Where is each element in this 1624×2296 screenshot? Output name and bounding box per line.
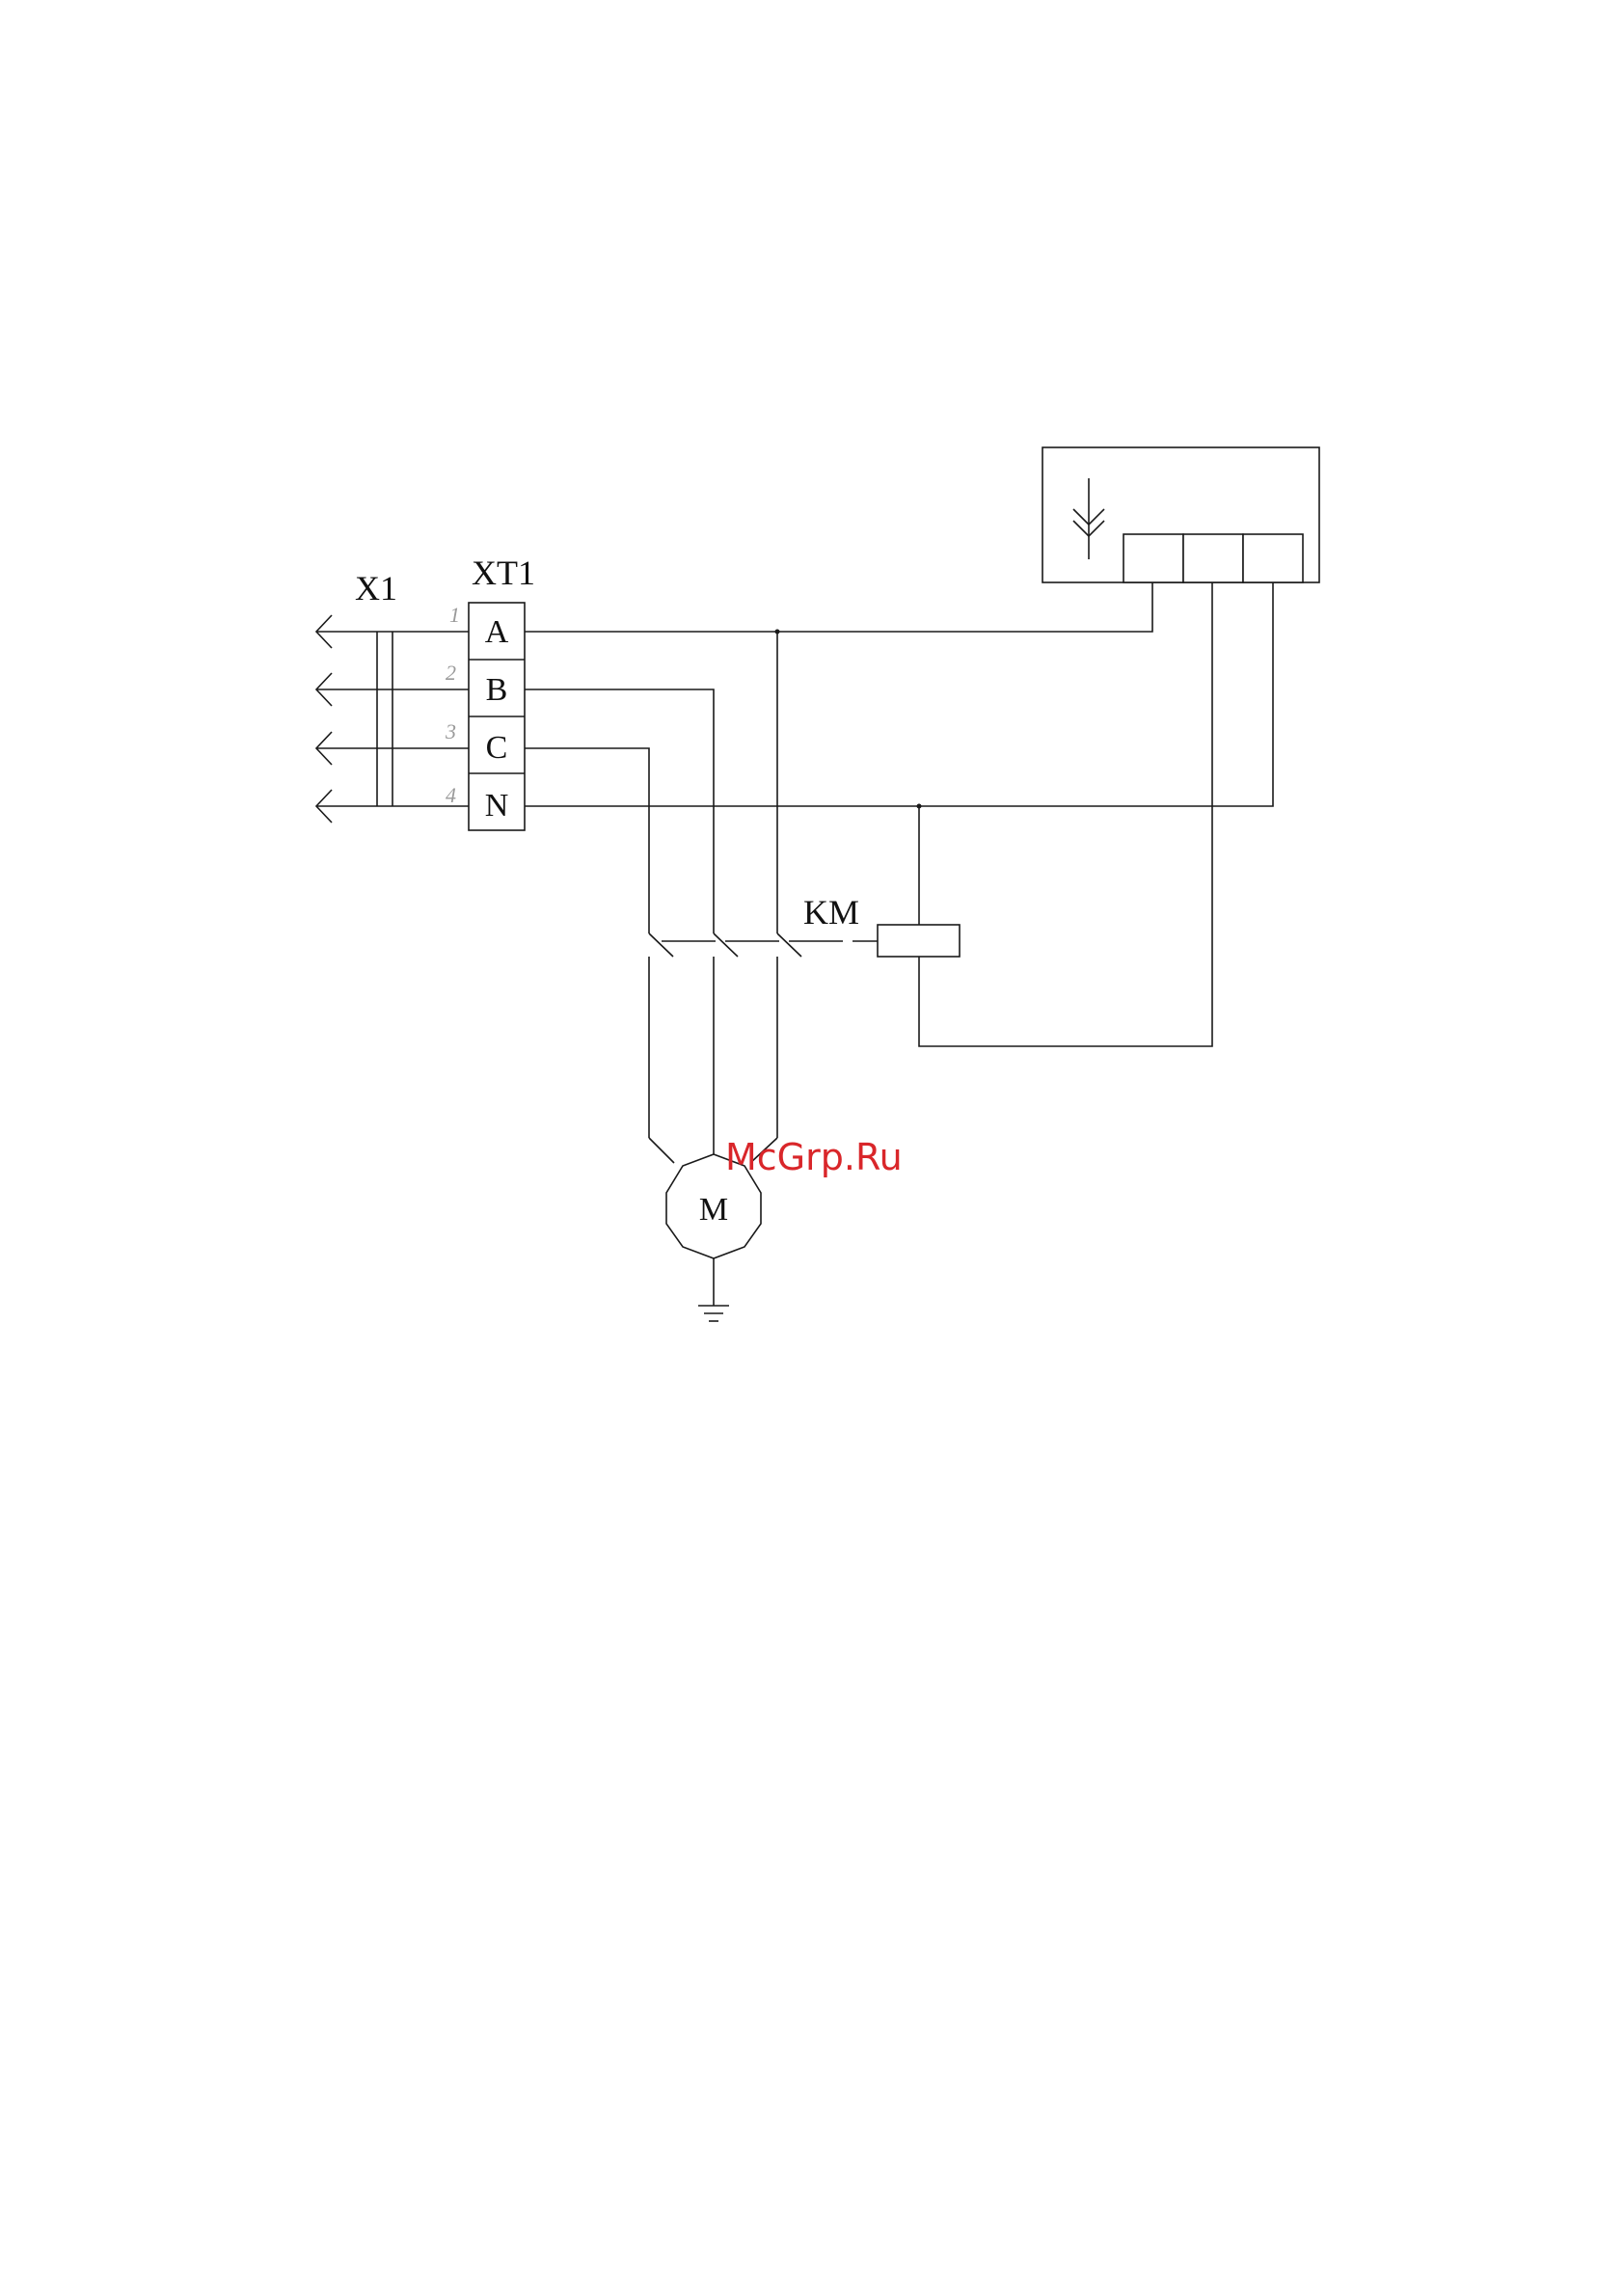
controller-terminal-2: [1183, 534, 1243, 582]
terminal-a-label: A: [485, 614, 509, 650]
terminal-pin-number: 4: [446, 783, 456, 807]
terminal-c-label: C: [486, 730, 508, 766]
controller-terminal-3: [1243, 534, 1303, 582]
wiring: [525, 582, 1273, 1046]
contactor-contact: [777, 933, 801, 957]
terminal-pin-number: 3: [445, 719, 456, 743]
controller-unit: [1042, 447, 1319, 582]
connector-label: X1: [355, 569, 397, 608]
contactor-contact: [714, 933, 738, 957]
wire-neutral: [525, 582, 1273, 806]
wire-phase-c: [525, 748, 649, 933]
contactor-coil: [878, 925, 960, 957]
watermark: McGrp.Ru: [725, 1136, 903, 1178]
contactor-km: KM: [649, 893, 960, 1157]
terminal-b-label: B: [486, 672, 508, 708]
controller-terminal-1: [1123, 534, 1183, 582]
ground-icon: [698, 1258, 729, 1321]
terminal-pin-number: 1: [449, 603, 460, 627]
wire-coil-return: [919, 582, 1212, 1046]
contactor-label: KM: [803, 893, 859, 932]
terminal-block-label: XT1: [472, 554, 535, 592]
terminal-n-label: N: [485, 788, 509, 824]
wire-phase-b: [525, 689, 714, 933]
terminal-block-xt1: XT1 1 2 3 4 A B C N: [445, 554, 535, 830]
contactor-contact: [649, 933, 673, 957]
motor-label: M: [699, 1192, 728, 1228]
wire-phase-a: [525, 582, 1152, 632]
terminal-pin-number: 2: [446, 661, 456, 685]
